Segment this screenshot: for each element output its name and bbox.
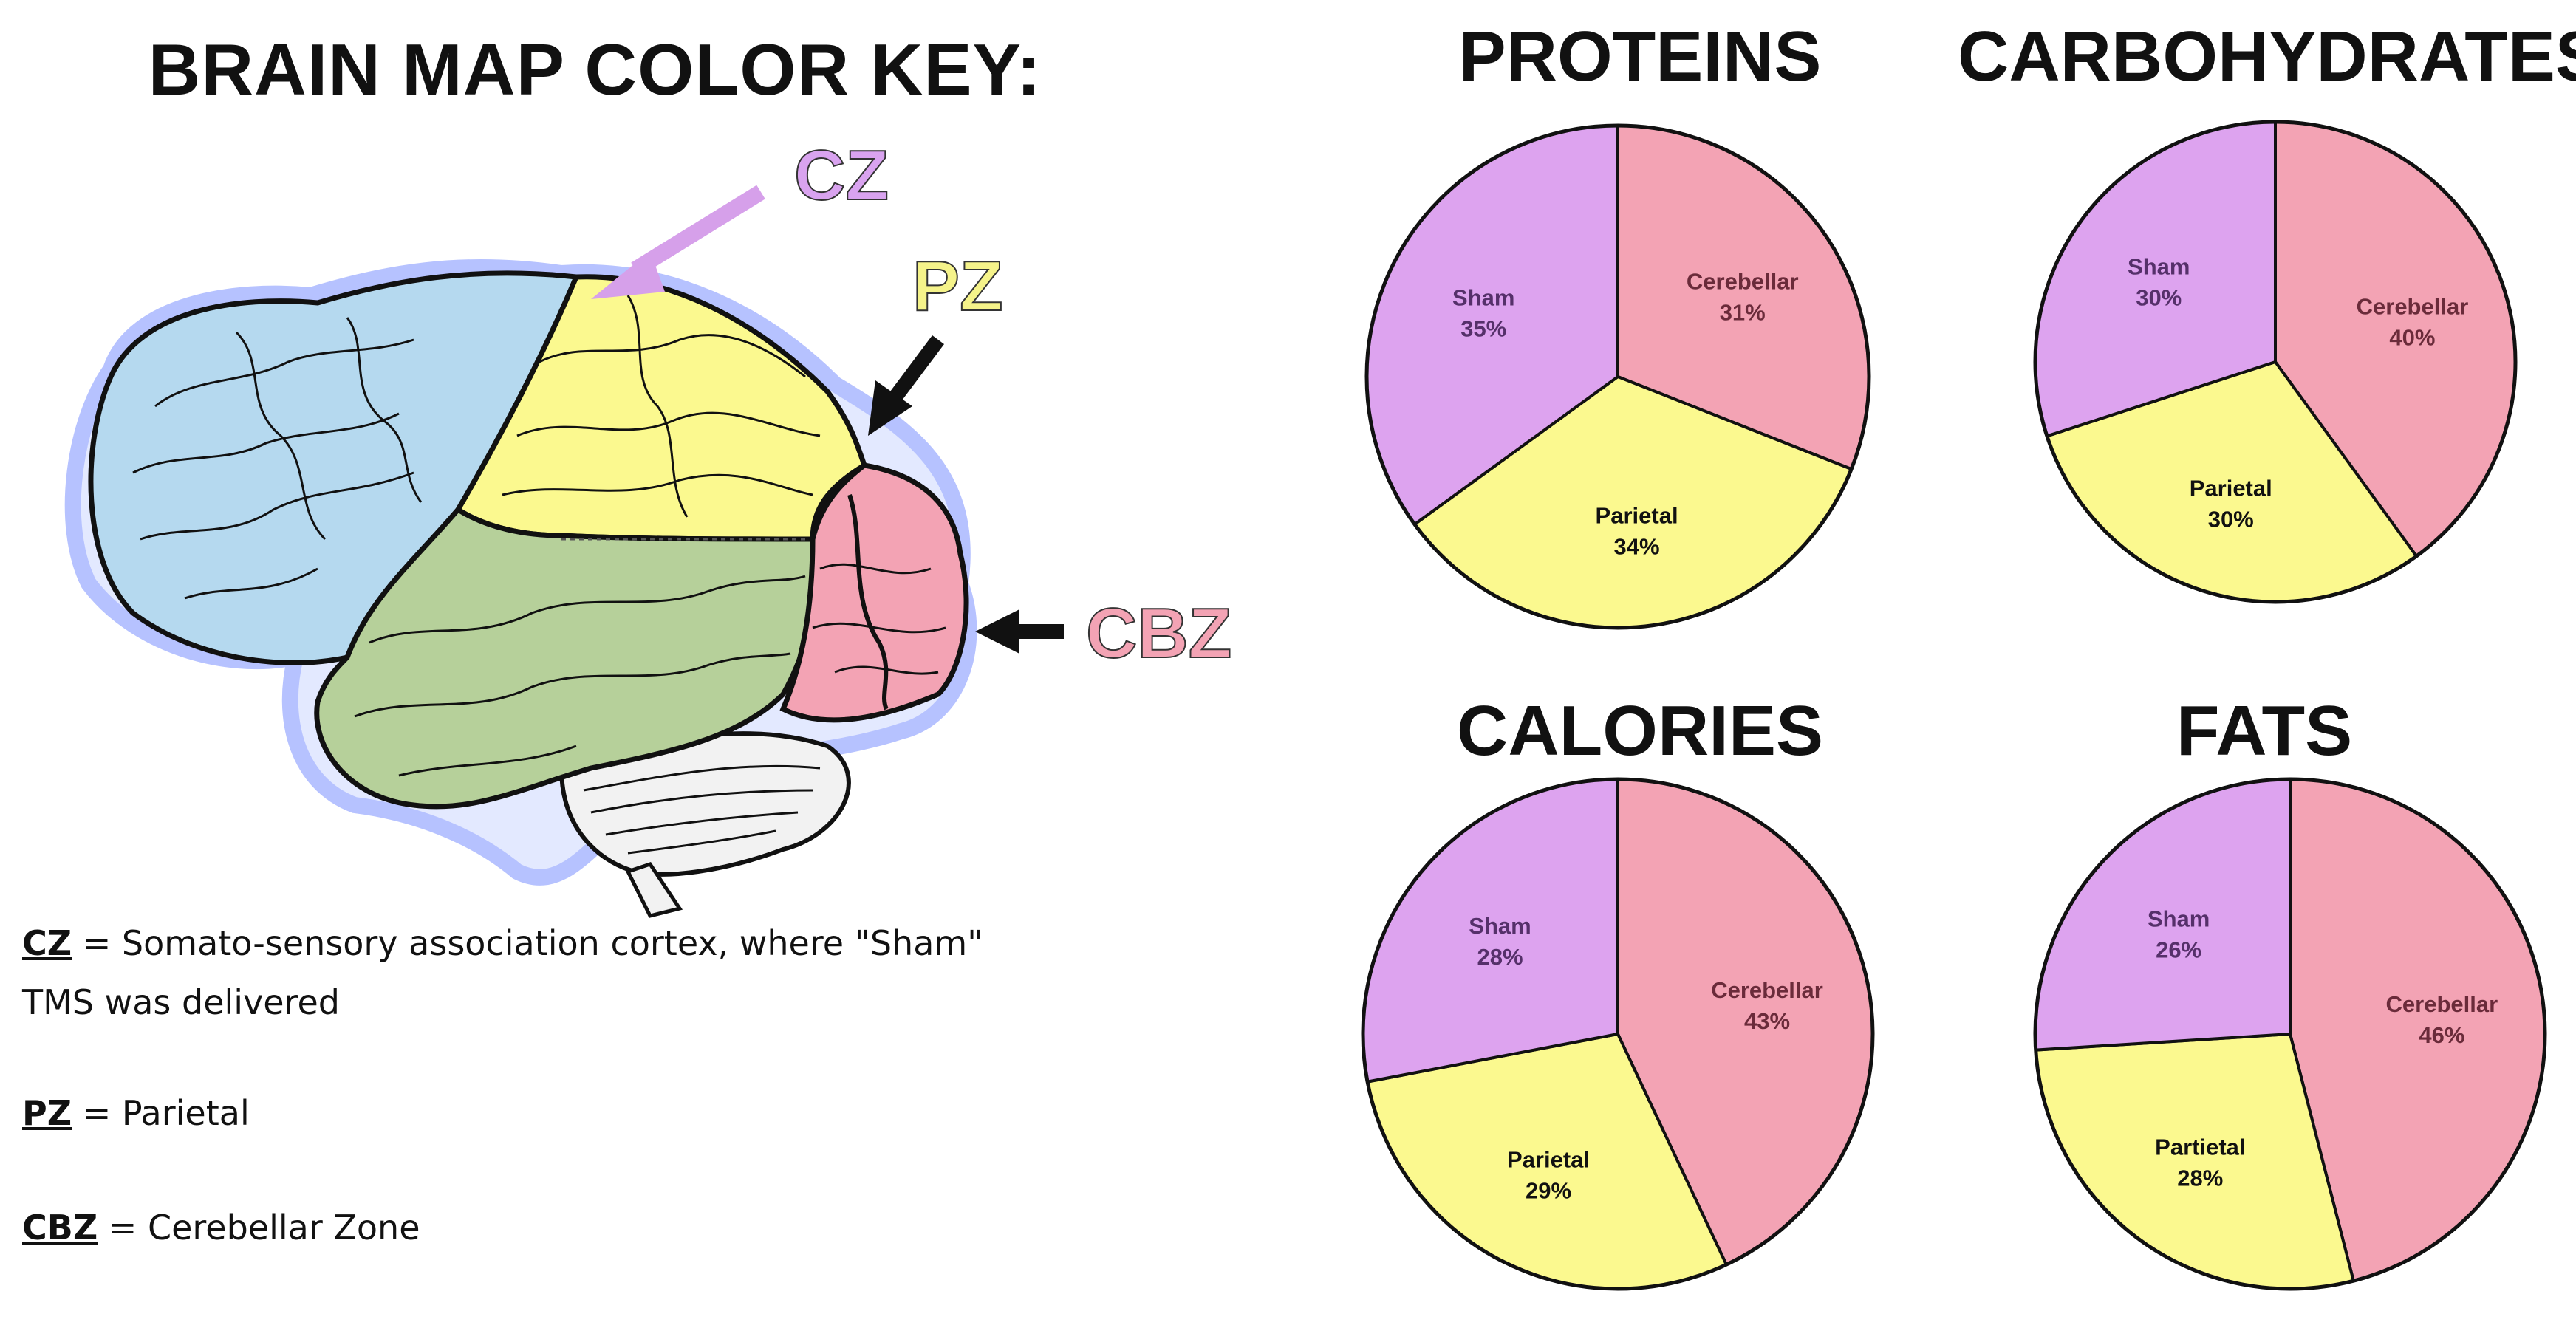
legend-cbz: CBZ = Cerebellar Zone bbox=[22, 1208, 420, 1247]
legend-sep-pz: = bbox=[72, 1093, 122, 1133]
slice-value-partietal: 28% bbox=[2177, 1165, 2223, 1191]
legend-pz: PZ = Parietal bbox=[22, 1093, 250, 1133]
pz-arrow bbox=[868, 335, 944, 436]
legend-cz: CZ = Somato-sensory association cortex, … bbox=[22, 923, 983, 963]
slice-value-cerebellar: 31% bbox=[1720, 299, 1766, 325]
chart-title-calories: CALORIES bbox=[1456, 691, 1824, 770]
cz-arrow bbox=[591, 185, 765, 299]
pie-outline bbox=[1361, 777, 1875, 1291]
slice-value-parietal: 34% bbox=[1614, 533, 1660, 559]
pie-chart-carbohydrates: Cerebellar 40% Parietal 30% Sham 30% bbox=[2033, 120, 2518, 604]
slice-value-cerebellar: 40% bbox=[2389, 325, 2435, 351]
slice-value-parietal: 29% bbox=[1526, 1177, 1571, 1203]
temporal-lobe bbox=[314, 506, 819, 810]
legend-sep-cz: = bbox=[72, 923, 122, 963]
slice-label-cerebellar: Cerebellar bbox=[2386, 991, 2498, 1017]
slice-value-sham: 30% bbox=[2136, 284, 2182, 310]
slice-value-parietal: 30% bbox=[2208, 506, 2254, 532]
legend-text-cbz: Cerebellar Zone bbox=[147, 1208, 420, 1247]
pie-outline bbox=[2033, 777, 2547, 1291]
slice-label-parietal: Parietal bbox=[1596, 502, 1678, 528]
chart-title-carbohydrates: CARBOHYDRATES bbox=[1958, 17, 2576, 96]
slice-label-cerebellar: Cerebellar bbox=[2357, 294, 2469, 320]
slice-value-cerebellar: 43% bbox=[1744, 1008, 1790, 1034]
legend-code-cbz: CBZ bbox=[22, 1208, 98, 1247]
pie-chart-calories: Cerebellar 43% Parietal 29% Sham 28% bbox=[1361, 777, 1875, 1291]
slice-value-sham: 35% bbox=[1460, 315, 1506, 341]
cz-label: CZ bbox=[794, 136, 889, 215]
slice-label-cerebellar: Cerebellar bbox=[1711, 977, 1823, 1003]
slice-label-sham: Sham bbox=[1452, 284, 1514, 310]
slice-value-sham: 26% bbox=[2156, 937, 2201, 962]
pie-outline bbox=[2033, 120, 2518, 604]
slice-label-sham: Sham bbox=[2128, 253, 2190, 279]
pz-label: PZ bbox=[912, 247, 1003, 326]
legend-cz-continued: TMS was delivered bbox=[22, 982, 340, 1022]
slice-label-parietal: Parietal bbox=[2190, 475, 2272, 501]
slice-value-sham: 28% bbox=[1477, 944, 1523, 970]
pie-chart-proteins: Cerebellar 31% Parietal 34% Sham 35% bbox=[1364, 123, 1871, 630]
occipital-lobe bbox=[779, 462, 969, 723]
legend-code-pz: PZ bbox=[22, 1093, 72, 1133]
chart-title-fats: FATS bbox=[2176, 691, 2353, 770]
legend-code-cz: CZ bbox=[22, 923, 72, 963]
cbz-label: CBZ bbox=[1086, 594, 1231, 673]
slice-label-partietal: Partietal bbox=[2155, 1134, 2245, 1160]
slice-label-sham: Sham bbox=[1469, 913, 1531, 939]
slice-label-sham: Sham bbox=[2148, 906, 2210, 931]
slice-label-cerebellar: Cerebellar bbox=[1687, 268, 1799, 294]
cbz-arrow bbox=[975, 609, 1064, 654]
chart-title-proteins: PROTEINS bbox=[1458, 17, 1822, 96]
key-title: BRAIN MAP COLOR KEY: bbox=[148, 29, 1042, 110]
legend-sep-cbz: = bbox=[98, 1208, 148, 1247]
slice-value-cerebellar: 46% bbox=[2419, 1022, 2464, 1048]
slice-label-parietal: Parietal bbox=[1507, 1146, 1590, 1172]
brain-illustration: CZ PZ CBZ bbox=[64, 135, 1232, 918]
pie-chart-fats: Cerebellar 46% Partietal 28% Sham 26% bbox=[2033, 777, 2547, 1291]
pie-outline bbox=[1364, 123, 1871, 630]
legend-text-cz: Somato-sensory association cortex, where… bbox=[121, 923, 983, 963]
legend-text-pz: Parietal bbox=[121, 1093, 250, 1133]
